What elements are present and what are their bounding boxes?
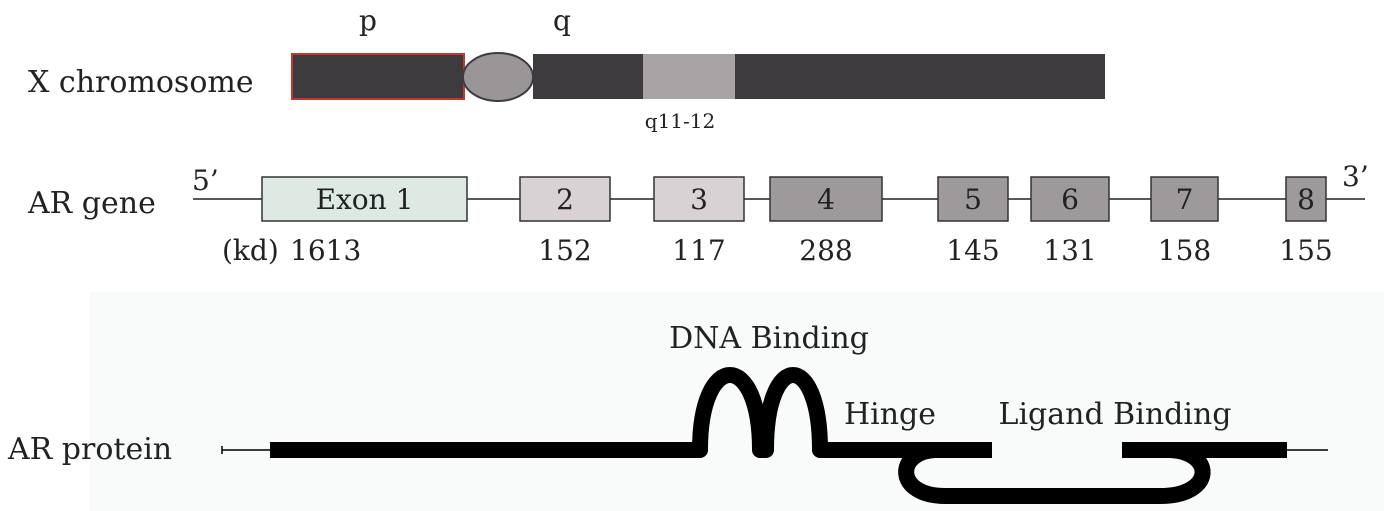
exon-8-box [1285, 176, 1327, 222]
exon-1-box [261, 176, 468, 222]
q-arm-distal [735, 54, 1105, 99]
exon-8-size: 155 [1279, 234, 1332, 267]
q11-12-band [643, 54, 735, 99]
exon-group: Exon 1 1613 2 152 3 117 4 288 5 145 6 131 7 158 8 155 [261, 176, 1333, 267]
q-arm-proximal [533, 54, 643, 99]
p-arm-label: p [359, 4, 377, 37]
exon-5-box [937, 176, 1009, 222]
exon-2-label: 2 [556, 183, 574, 216]
band-label: q11-12 [645, 109, 715, 133]
gene-label: AR gene [27, 186, 156, 221]
ligand-binding-loop [898, 442, 1211, 504]
zinc-finger-2 [758, 367, 828, 458]
ligand-binding-label: Ligand Binding [999, 397, 1232, 432]
protein-label: AR protein [7, 432, 172, 467]
centromere [462, 52, 534, 102]
exon-5-label: 5 [964, 183, 982, 216]
three-prime-label: 3’ [1342, 160, 1369, 193]
exon-4-box [769, 176, 883, 222]
exon-7-box [1150, 176, 1219, 222]
zinc-finger-1 [692, 367, 768, 458]
exon-5-size: 145 [946, 234, 999, 267]
exon-6-label: 6 [1061, 183, 1079, 216]
exon-4-size: 288 [799, 234, 852, 267]
five-prime-label: 5’ [192, 164, 219, 197]
exon-6-size: 131 [1043, 234, 1096, 267]
exon-1-label: Exon 1 [316, 183, 414, 216]
exon-3-size: 117 [672, 234, 725, 267]
exon-8-label: 8 [1297, 183, 1315, 216]
p-arm [291, 53, 465, 100]
exon-1-size: 1613 [290, 234, 361, 267]
exon-2-box [519, 176, 611, 222]
exon-2-size: 152 [538, 234, 591, 267]
hinge-label: Hinge [844, 397, 936, 432]
n-terminal-domain [270, 442, 698, 458]
exon-4-label: 4 [817, 183, 835, 216]
exon-7-label: 7 [1176, 183, 1194, 216]
q-arm-label: q [553, 4, 571, 37]
exon-7-size: 158 [1158, 234, 1211, 267]
chromosome-label: X chromosome [28, 65, 254, 100]
exon-3-box [653, 176, 745, 222]
protein-panel-bg [90, 292, 1384, 511]
ar-gene: AR gene 5’ 3’ Exon 1 1613 2 152 3 117 4 288 5 145… [27, 160, 1369, 267]
ar-protein: AR protein DNA Binding Hinge Ligand Bind… [7, 321, 1328, 504]
dna-binding-label: DNA Binding [669, 321, 869, 356]
c-terminal-domain [1122, 442, 1287, 458]
x-chromosome: X chromosome p q q11-12 [28, 4, 1105, 133]
exon-6-box [1030, 176, 1110, 222]
exon-3-label: 3 [690, 183, 708, 216]
kd-unit-label: (kd) [222, 234, 279, 267]
